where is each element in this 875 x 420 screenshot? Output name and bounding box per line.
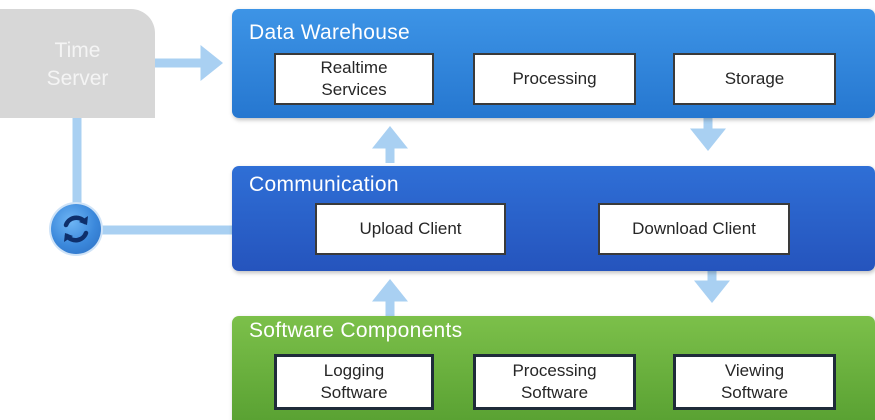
upload-client-box: Upload Client	[315, 203, 506, 255]
data-warehouse-layer: Data Warehouse Realtime Services Process…	[232, 9, 875, 118]
sync-icon	[51, 204, 101, 254]
software-components-title: Software Components	[249, 319, 463, 342]
software-components-layer: Software Components Logging Software Pro…	[232, 316, 875, 420]
processing-box: Processing	[473, 53, 636, 105]
data-warehouse-title: Data Warehouse	[249, 21, 411, 44]
viewing-software-box: Viewing Software	[673, 354, 836, 410]
communication-layer: Communication Upload Client Download Cli…	[232, 166, 875, 271]
storage-box: Storage	[673, 53, 836, 105]
time-server-block: Time Server	[0, 9, 155, 118]
time-server-label: Time Server	[46, 39, 109, 90]
processing-software-box: Processing Software	[473, 354, 636, 410]
download-client-box: Download Client	[598, 203, 790, 255]
realtime-services-box: Realtime Services	[274, 53, 434, 105]
logging-software-box: Logging Software	[274, 354, 434, 410]
communication-title: Communication	[249, 173, 399, 196]
